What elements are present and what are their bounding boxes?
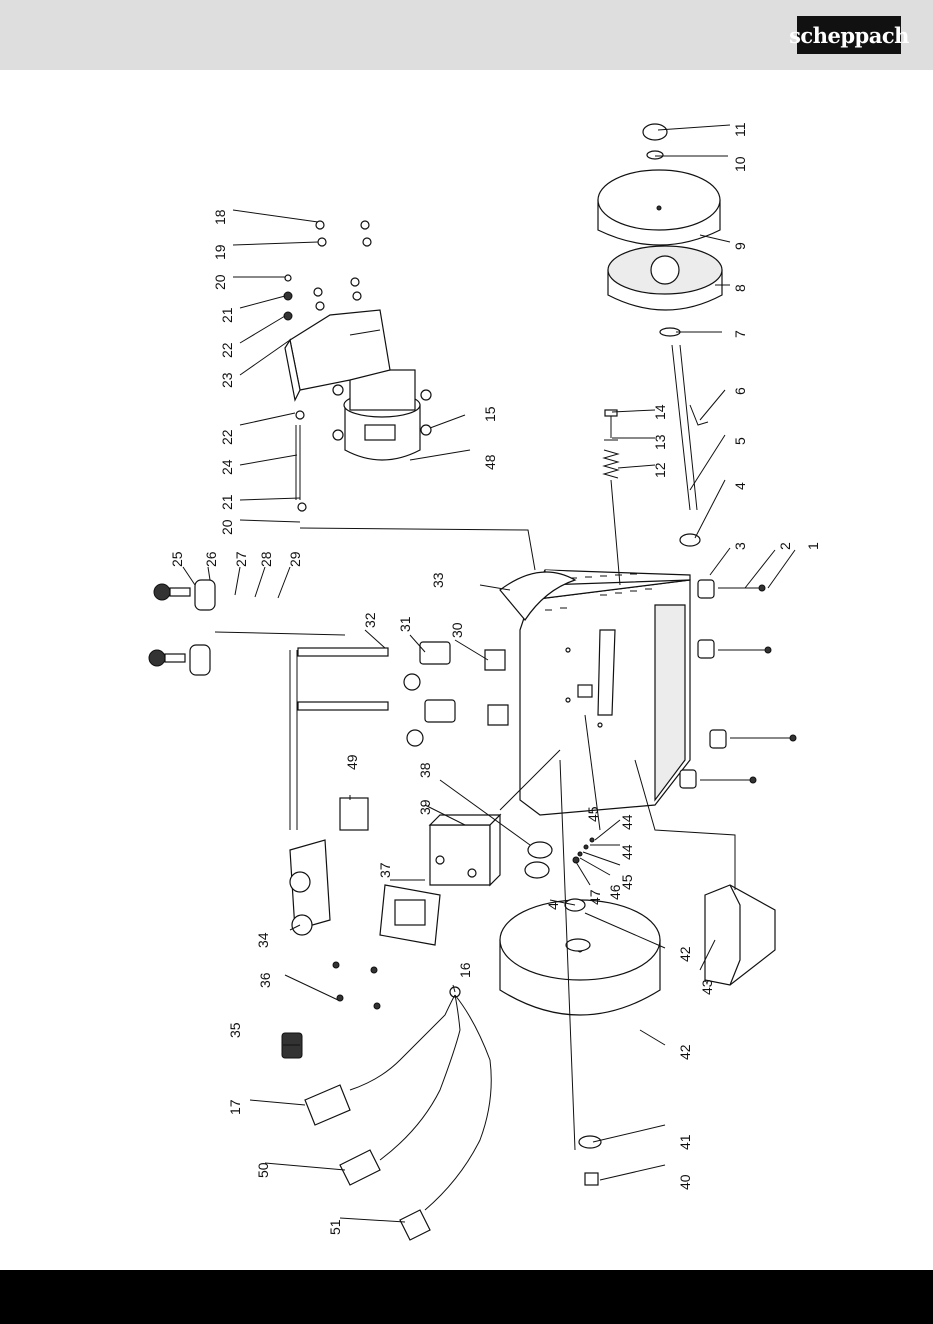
callout-36: 36 bbox=[257, 972, 273, 988]
callout-6: 6 bbox=[732, 387, 748, 395]
machine-housing bbox=[500, 570, 690, 815]
callout-22-top: 22 bbox=[219, 342, 235, 358]
callout-27: 27 bbox=[233, 551, 249, 567]
callout-13: 13 bbox=[652, 434, 668, 450]
footer-band bbox=[0, 1270, 933, 1324]
tool-rest-assembly bbox=[149, 580, 508, 830]
callout-42-bottom: 42 bbox=[677, 1044, 693, 1060]
callout-29: 29 bbox=[287, 551, 303, 567]
callout-51: 51 bbox=[327, 1219, 343, 1235]
callout-12: 12 bbox=[652, 462, 668, 478]
callout-17: 17 bbox=[227, 1099, 243, 1115]
motor-assembly bbox=[285, 310, 431, 511]
callout-50: 50 bbox=[255, 1162, 271, 1178]
callout-43: 43 bbox=[699, 979, 715, 995]
callout-18: 18 bbox=[212, 209, 228, 225]
callout-11: 11 bbox=[732, 122, 748, 137]
cables-and-plugs bbox=[282, 962, 491, 1240]
callout-2: 2 bbox=[777, 542, 793, 550]
callout-9: 9 bbox=[732, 242, 748, 250]
callout-41: 41 bbox=[677, 1134, 693, 1150]
callout-23: 23 bbox=[219, 372, 235, 388]
callout-7: 7 bbox=[732, 330, 748, 338]
callout-44-b: 44 bbox=[619, 844, 635, 860]
callout-44-a: 44 bbox=[619, 814, 635, 830]
callout-10: 10 bbox=[732, 156, 748, 172]
callout-labels: 1 2 3 4 4 5 6 7 8 9 10 11 12 13 14 15 16… bbox=[169, 122, 821, 1235]
callout-4-wet: 4 bbox=[545, 902, 561, 910]
callout-22-bottom: 22 bbox=[219, 429, 235, 445]
wet-wheel-assembly bbox=[500, 885, 775, 1185]
exploded-parts-diagram: 1 2 3 4 4 5 6 7 8 9 10 11 12 13 14 15 16… bbox=[0, 70, 933, 1270]
callout-20-bottom: 20 bbox=[219, 519, 235, 535]
callout-24: 24 bbox=[219, 459, 235, 475]
grinding-wheel-assembly bbox=[598, 124, 722, 546]
callout-35: 35 bbox=[227, 1022, 243, 1038]
fastener-set bbox=[284, 221, 371, 320]
callout-21-top: 21 bbox=[219, 307, 235, 323]
feet-set bbox=[680, 580, 796, 788]
callout-1: 1 bbox=[805, 542, 821, 550]
callout-32: 32 bbox=[362, 612, 378, 628]
callout-45-a: 45 bbox=[585, 806, 601, 822]
callout-15: 15 bbox=[482, 406, 498, 422]
callout-48: 48 bbox=[482, 454, 498, 470]
callout-4-wheel: 4 bbox=[732, 482, 748, 490]
callout-21-bottom: 21 bbox=[219, 494, 235, 510]
callout-20-top: 20 bbox=[212, 274, 228, 290]
callout-40: 40 bbox=[677, 1174, 693, 1190]
callout-26: 26 bbox=[203, 551, 219, 567]
spring-assembly bbox=[604, 410, 620, 585]
callout-19: 19 bbox=[212, 244, 228, 260]
callout-49: 49 bbox=[344, 754, 360, 770]
callout-47: 47 bbox=[587, 889, 603, 905]
callout-8: 8 bbox=[732, 284, 748, 292]
callout-42-top: 42 bbox=[677, 946, 693, 962]
callout-3: 3 bbox=[732, 542, 748, 550]
callout-34: 34 bbox=[255, 932, 271, 948]
callout-46: 46 bbox=[607, 884, 623, 900]
callout-14: 14 bbox=[652, 404, 668, 420]
callout-33: 33 bbox=[430, 572, 446, 588]
brand-logo: scheppach bbox=[797, 16, 901, 54]
callout-39: 39 bbox=[417, 799, 433, 815]
callout-16: 16 bbox=[457, 962, 473, 978]
callout-5: 5 bbox=[732, 437, 748, 445]
callout-38: 38 bbox=[417, 762, 433, 778]
callout-25: 25 bbox=[169, 551, 185, 567]
small-parts-44-47 bbox=[573, 838, 594, 863]
callout-30: 30 bbox=[449, 622, 465, 638]
callout-31: 31 bbox=[397, 616, 413, 632]
callout-28: 28 bbox=[258, 551, 274, 567]
callout-37: 37 bbox=[377, 862, 393, 878]
